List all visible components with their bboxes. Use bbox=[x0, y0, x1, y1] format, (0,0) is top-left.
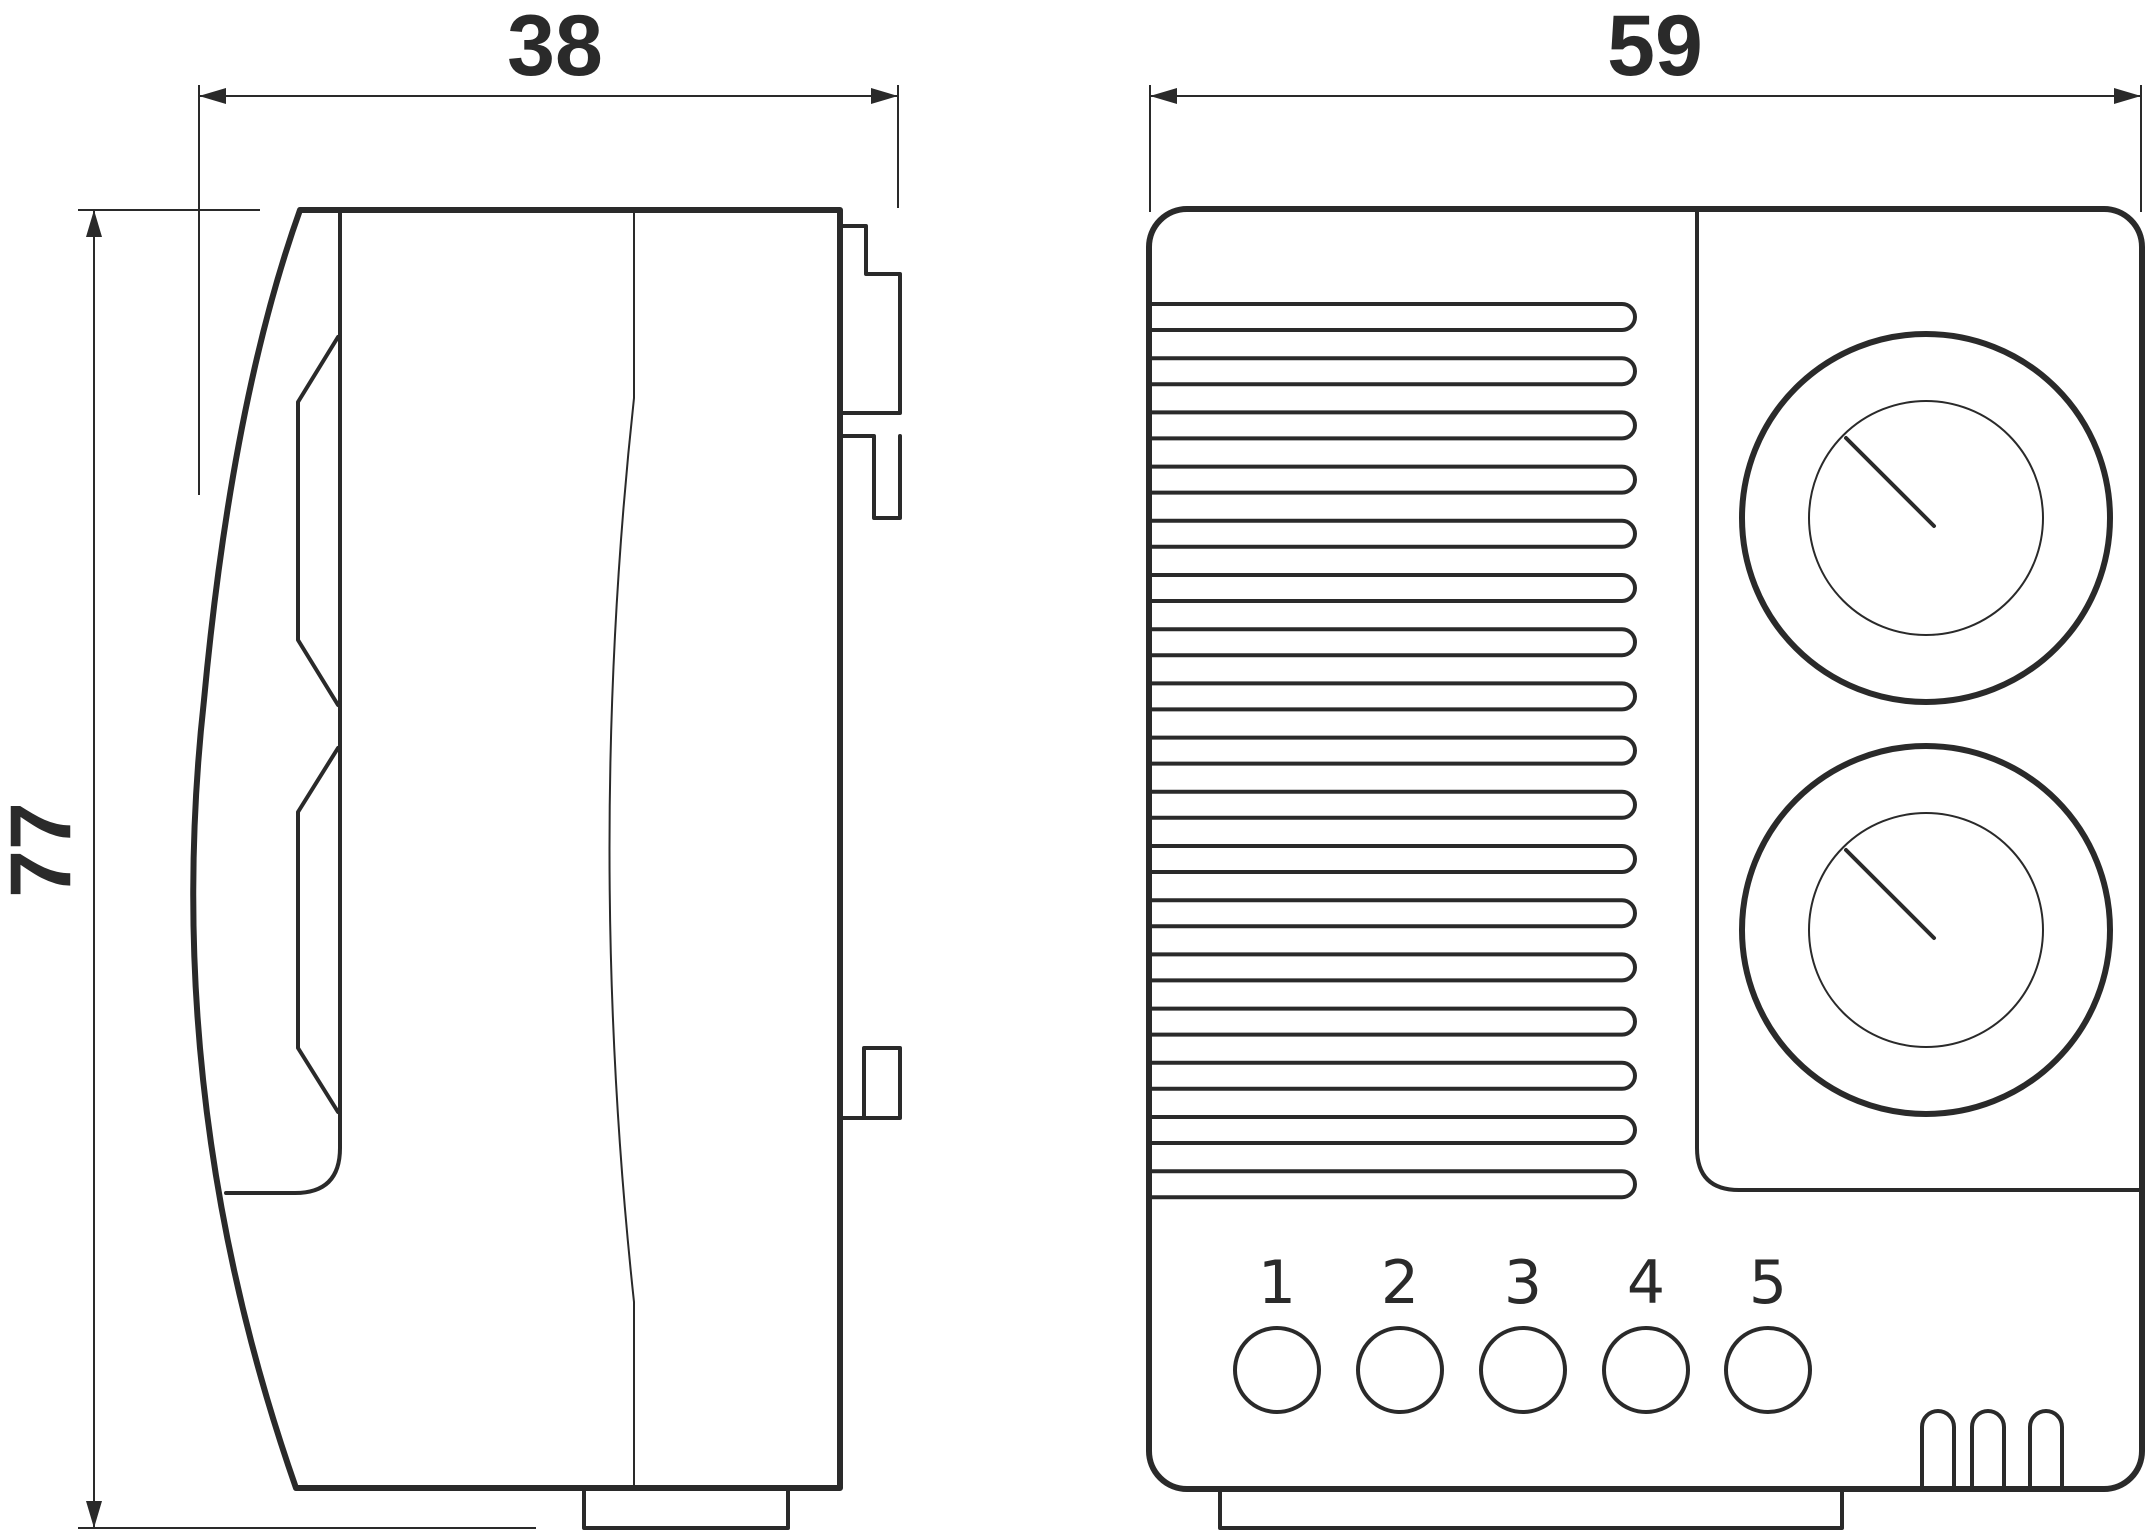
depth-dimension: 38 bbox=[198, 0, 899, 495]
vent-slot bbox=[1150, 1060, 1637, 1091]
side-view-outline bbox=[190, 207, 843, 1491]
upper-dial-knob[interactable] bbox=[1808, 400, 2044, 636]
terminal-label-4: 4 bbox=[1627, 1248, 1665, 1318]
terminal-label-2: 2 bbox=[1381, 1248, 1419, 1318]
side-lower-chevron bbox=[296, 746, 340, 1114]
depth-arrow-left bbox=[199, 88, 226, 104]
depth-arrow-right bbox=[871, 88, 898, 104]
terminal-label-5: 5 bbox=[1749, 1248, 1787, 1318]
front-control-panel bbox=[1695, 210, 2142, 1192]
width-arrow-right bbox=[2114, 88, 2141, 104]
vent-slot bbox=[1150, 681, 1637, 712]
cable-entry-slot-2 bbox=[1970, 1409, 2006, 1490]
upper-temperature-dial[interactable] bbox=[1739, 331, 2113, 705]
cable-entry-slot-3 bbox=[2028, 1409, 2064, 1490]
side-curved-divider bbox=[608, 212, 635, 1488]
width-dimension-label: 59 bbox=[1607, 0, 1703, 94]
side-rail-clip-top bbox=[839, 224, 902, 415]
terminal-label-1: 1 bbox=[1258, 1248, 1296, 1318]
depth-dimension-label: 38 bbox=[507, 0, 603, 94]
side-front-panel-edge bbox=[224, 210, 342, 1195]
terminal-screw-1[interactable] bbox=[1233, 1326, 1321, 1414]
height-dimension-label: 77 bbox=[0, 802, 89, 898]
vent-slot bbox=[1150, 356, 1637, 387]
height-dimension: 77 bbox=[0, 209, 536, 1529]
upper-dial-pointer bbox=[1844, 436, 1936, 528]
vent-slot bbox=[1150, 464, 1637, 495]
vent-slot bbox=[1150, 627, 1637, 658]
vent-slot bbox=[1150, 952, 1637, 983]
lower-dial-outer-ring bbox=[1739, 743, 2113, 1117]
side-rail-hook-top bbox=[839, 434, 902, 520]
width-dimension: 59 bbox=[1149, 0, 2142, 212]
width-arrow-left bbox=[1150, 88, 1177, 104]
ventilation-grille bbox=[1150, 302, 1637, 1200]
vent-slot bbox=[1150, 1169, 1637, 1200]
vent-slot bbox=[1150, 1006, 1637, 1037]
vent-slot bbox=[1150, 573, 1637, 603]
vent-slot bbox=[1150, 302, 1637, 332]
side-bottom-foot bbox=[582, 1486, 790, 1530]
vent-slot bbox=[1150, 735, 1637, 766]
terminal-screw-4[interactable] bbox=[1602, 1326, 1690, 1414]
front-bottom-foot bbox=[1218, 1486, 1844, 1530]
upper-dial-outer-ring bbox=[1739, 331, 2113, 705]
side-view bbox=[190, 207, 902, 1530]
height-arrow-top bbox=[86, 210, 102, 237]
vent-slot bbox=[1150, 844, 1637, 874]
height-arrow-bottom bbox=[86, 1501, 102, 1528]
terminal-screw-5[interactable] bbox=[1724, 1326, 1812, 1414]
vent-slot bbox=[1150, 1115, 1637, 1145]
lower-dial-knob[interactable] bbox=[1808, 812, 2044, 1048]
lower-dial-pointer bbox=[1844, 848, 1936, 940]
front-view: 1 2 3 4 5 bbox=[1146, 206, 2145, 1530]
vent-slot bbox=[1150, 898, 1637, 929]
cable-entry-slots bbox=[1920, 1409, 2064, 1490]
vent-slot bbox=[1150, 789, 1637, 820]
side-rail-clip-bottom bbox=[839, 1046, 902, 1120]
terminal-screw-3[interactable] bbox=[1479, 1326, 1567, 1414]
terminal-block: 1 2 3 4 5 bbox=[1233, 1248, 1812, 1414]
side-upper-chevron bbox=[296, 335, 340, 707]
terminal-label-3: 3 bbox=[1504, 1248, 1542, 1318]
vent-slot bbox=[1150, 410, 1637, 441]
lower-temperature-dial[interactable] bbox=[1739, 743, 2113, 1117]
vent-slot bbox=[1150, 518, 1637, 549]
cable-entry-slot-1 bbox=[1920, 1409, 1956, 1490]
terminal-screw-2[interactable] bbox=[1356, 1326, 1444, 1414]
